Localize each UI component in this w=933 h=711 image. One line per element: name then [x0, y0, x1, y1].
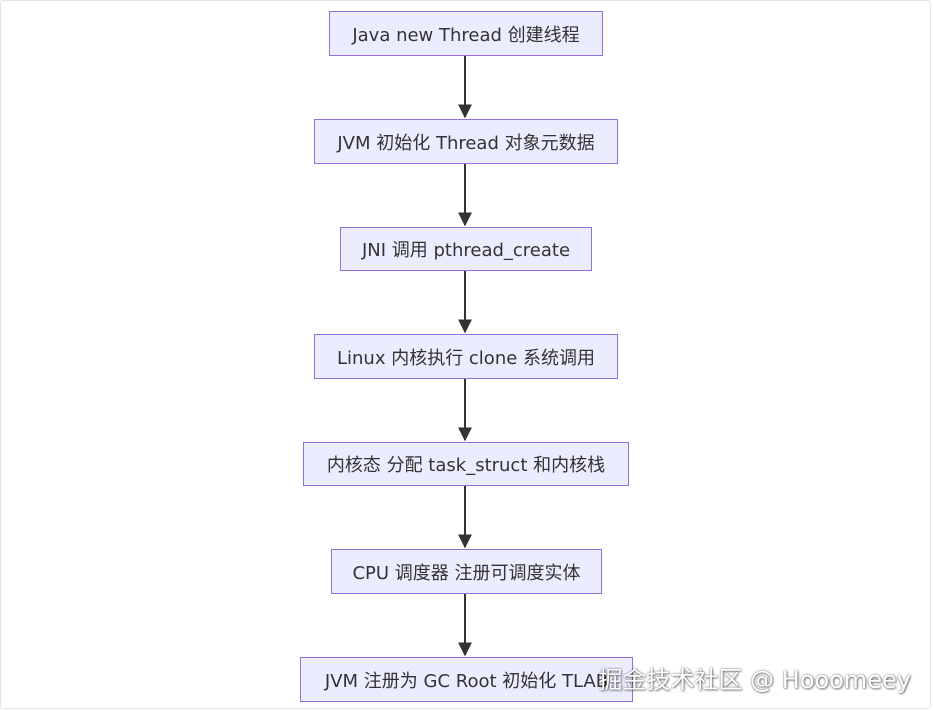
flow-node-kernel-task-struct: 内核态 分配 task_struct 和内核栈	[303, 442, 629, 486]
flow-node-java-new-thread: Java new Thread 创建线程	[329, 11, 603, 56]
flow-node-linux-clone-syscall: Linux 内核执行 clone 系统调用	[314, 334, 618, 379]
flow-node-jni-pthread-create: JNI 调用 pthread_create	[340, 227, 592, 271]
watermark: 掘金技术社区 @ Hooomeey	[598, 666, 911, 694]
flow-node-jvm-init-metadata: JVM 初始化 Thread 对象元数据	[314, 119, 618, 164]
flow-node-cpu-scheduler: CPU 调度器 注册可调度实体	[331, 549, 602, 594]
flow-node-jvm-gc-root-tlab: JVM 注册为 GC Root 初始化 TLAB	[300, 657, 633, 702]
